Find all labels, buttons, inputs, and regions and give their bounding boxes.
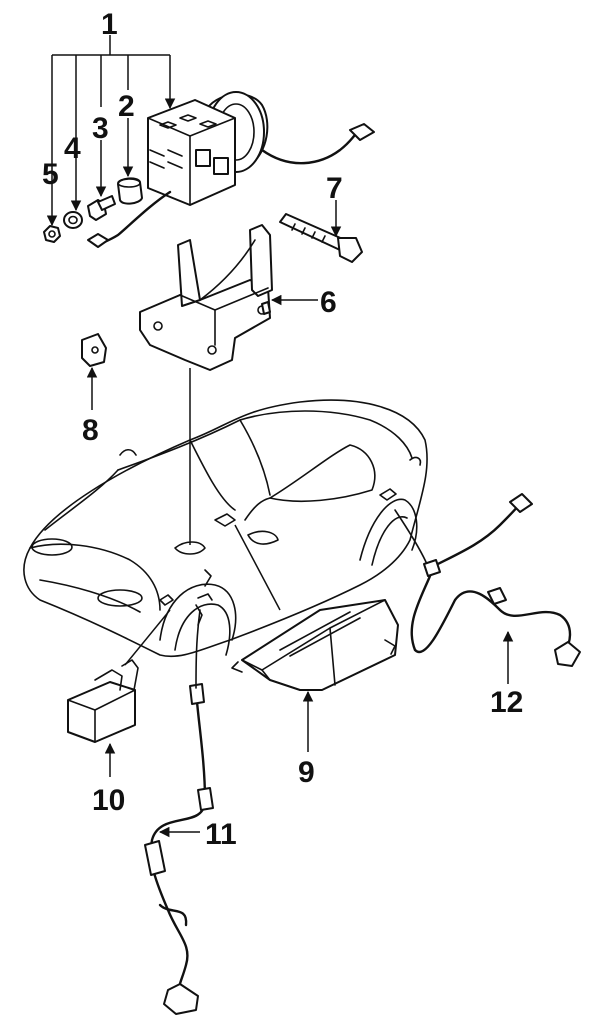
grommet-part xyxy=(117,177,143,205)
callout-1: 1 xyxy=(101,8,118,41)
callout-6: 6 xyxy=(320,286,337,319)
rear-speed-sensor xyxy=(394,493,581,667)
abs-hydraulic-unit xyxy=(87,91,375,248)
nut-part xyxy=(43,225,61,243)
washer-part xyxy=(63,211,83,229)
callout-2: 2 xyxy=(118,90,135,123)
callout-10: 10 xyxy=(92,784,125,817)
car-body xyxy=(23,399,428,658)
bolt-part xyxy=(87,195,116,221)
front-speed-sensor xyxy=(144,604,214,1015)
control-module xyxy=(231,599,399,691)
callout-8: 8 xyxy=(82,414,99,447)
callout-4: 4 xyxy=(64,132,81,165)
callout-5: 5 xyxy=(42,158,59,191)
harness-clip xyxy=(279,213,363,263)
callout-7: 7 xyxy=(326,172,343,205)
callout-3: 3 xyxy=(92,112,109,145)
leader-lines xyxy=(46,35,514,838)
small-bracket xyxy=(81,333,107,367)
callout-12: 12 xyxy=(490,686,523,719)
g-sensor xyxy=(67,659,139,743)
callout-9: 9 xyxy=(298,756,315,789)
callout-11: 11 xyxy=(205,818,237,851)
mounting-bracket xyxy=(139,224,273,371)
